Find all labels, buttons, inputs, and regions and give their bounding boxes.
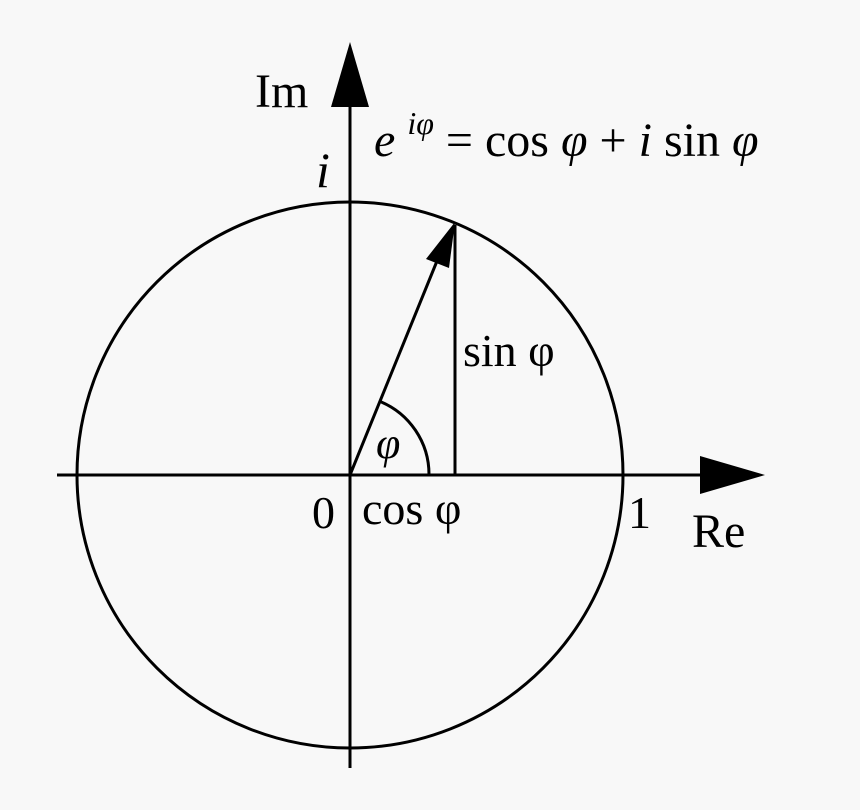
angle-arc: [378, 399, 431, 476]
real-axis-arrowhead: [700, 456, 765, 494]
formula-exponent: iφ: [407, 105, 434, 141]
imaginary-axis-arrowhead: [331, 42, 369, 107]
unit-vector-arrowhead: [426, 222, 455, 268]
cos-phi-label: cos φ: [362, 483, 461, 534]
angle-phi-label: φ: [376, 419, 400, 468]
formula-base: e: [374, 114, 395, 167]
formula-i: i: [639, 114, 652, 167]
imaginary-axis-label: Im: [255, 65, 308, 118]
one-label: 1: [628, 487, 651, 538]
formula-phi-2: φ: [732, 114, 759, 167]
formula-plus: +: [600, 114, 639, 167]
i-label: i: [316, 142, 330, 198]
formula-sin: sin: [664, 114, 732, 167]
sin-phi-label: sin φ: [463, 325, 555, 376]
real-axis-label: Re: [692, 505, 745, 558]
unit-vector-line: [348, 260, 439, 476]
origin-label: 0: [312, 487, 335, 538]
euler-formula: e iφ = cos φ + i sin φ: [374, 92, 759, 167]
formula-phi-1: φ: [561, 114, 588, 167]
formula-equals-cos: = cos: [446, 114, 561, 167]
